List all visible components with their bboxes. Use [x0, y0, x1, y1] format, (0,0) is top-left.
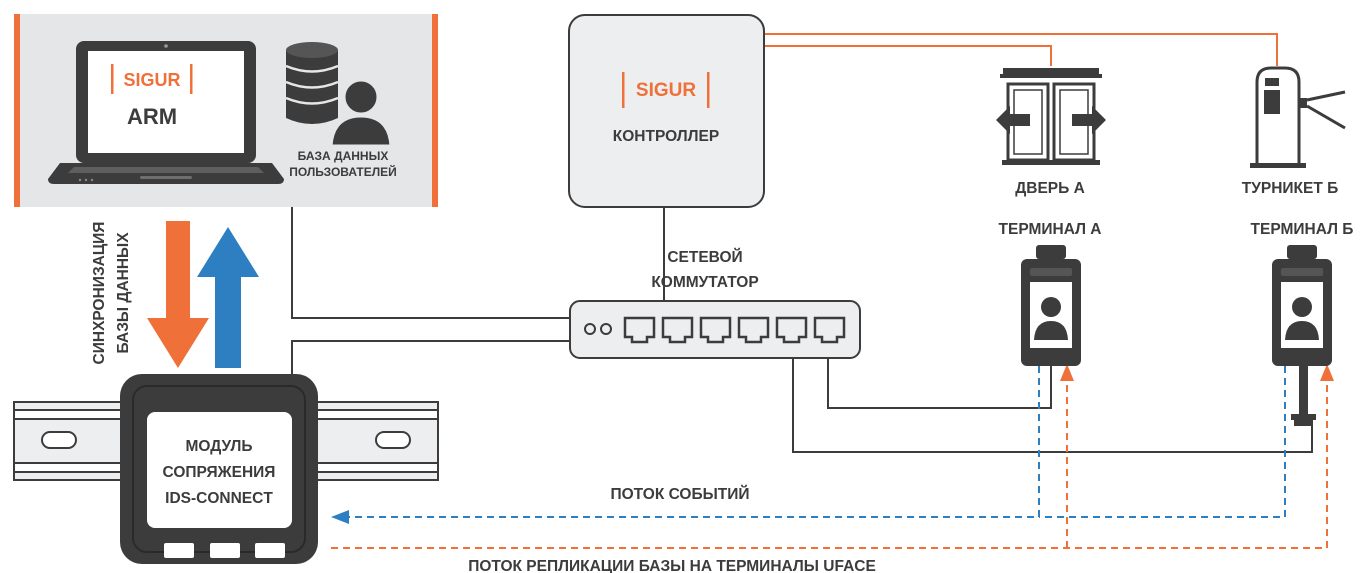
controller-label: КОНТРОЛЛЕР — [613, 128, 719, 145]
terminal-b-label: ТЕРМИНАЛ Б — [1251, 221, 1354, 238]
cable-switch-terminal-b — [793, 358, 1312, 452]
network-switch — [570, 301, 860, 358]
turnstile-icon — [1250, 68, 1345, 168]
terminal-stand — [1299, 366, 1308, 414]
module-button-1 — [164, 543, 194, 558]
switch-label-line1: СЕТЕВОЙ — [667, 248, 742, 266]
line-controller-turnstile — [764, 34, 1277, 66]
module-label-line3: IDS-CONNECT — [165, 490, 273, 507]
switch-label-line2: КОММУТАТОР — [651, 274, 758, 291]
line-controller-door — [764, 46, 1051, 66]
cable-module-switch — [292, 341, 570, 376]
replication-arrowhead-a — [1060, 364, 1074, 381]
door-label: ДВЕРЬ А — [1015, 180, 1085, 197]
controller-device: SIGUR КОНТРОЛЛЕР — [569, 15, 764, 207]
arm-app-label: ARM — [127, 104, 177, 129]
module-button-2 — [210, 543, 240, 558]
event-flow-lines — [345, 366, 1285, 517]
module-label-line2: СОПРЯЖЕНИЯ — [163, 464, 276, 481]
controller-logo-text: SIGUR — [636, 80, 696, 101]
workstation-panel: SIGUR ARM БАЗА ДАННЫХ ПОЛЬЗОВАТЕЛЕЙ — [14, 14, 438, 207]
terminal-a-device — [1021, 245, 1081, 366]
replication-arrowhead-b — [1320, 364, 1334, 381]
database-label-line1: БАЗА ДАННЫХ — [298, 149, 389, 163]
controller-lines — [764, 34, 1277, 66]
event-flow-arrowhead — [331, 510, 349, 524]
cable-switch-terminal-a — [828, 358, 1051, 408]
cable-workstation-switch — [292, 207, 570, 318]
replication-flow-label: ПОТОК РЕПЛИКАЦИИ БАЗЫ НА ТЕРМИНАЛЫ UFACE — [468, 558, 876, 573]
database-label-line2: ПОЛЬЗОВАТЕЛЕЙ — [289, 164, 397, 179]
sync-label-line2: БАЗЫ ДАННЫХ — [115, 232, 132, 354]
arm-logo-text: SIGUR — [123, 70, 180, 90]
terminal-a-label: ТЕРМИНАЛ А — [999, 221, 1102, 238]
database-icon — [286, 42, 338, 124]
door-icon — [996, 68, 1106, 165]
sync-label-line1: СИНХРОНИЗАЦИЯ — [91, 222, 108, 365]
ids-connect-module: МОДУЛЬ СОПРЯЖЕНИЯ IDS-CONNECT — [120, 374, 318, 564]
sync-down-arrow — [147, 221, 209, 368]
module-button-3 — [255, 543, 285, 558]
event-flow-label: ПОТОК СОБЫТИЙ — [610, 485, 749, 503]
module-label-line1: МОДУЛЬ — [185, 438, 252, 455]
turnstile-label: ТУРНИКЕТ Б — [1242, 180, 1339, 197]
terminal-b-device — [1272, 245, 1332, 426]
sync-up-arrow — [197, 227, 259, 368]
